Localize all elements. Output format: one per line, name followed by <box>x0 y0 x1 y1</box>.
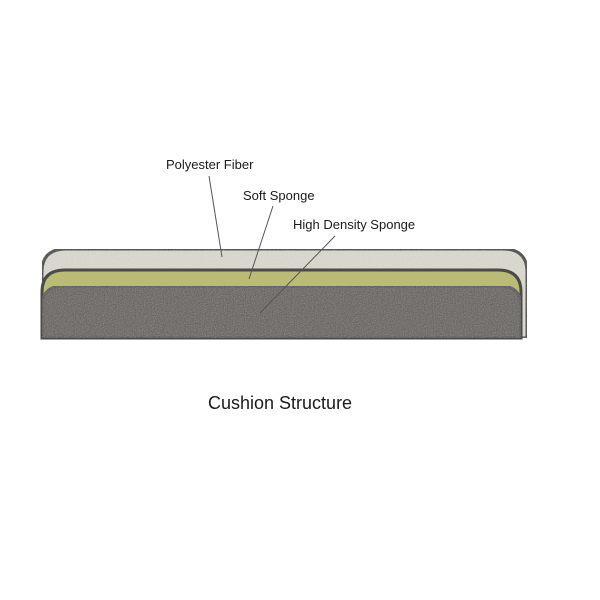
polyester-fiber-label: Polyester Fiber <box>166 157 254 172</box>
polyester-fiber-leader-line <box>208 175 223 258</box>
high-density-sponge-label: High Density Sponge <box>293 217 416 232</box>
soft-sponge-leader-line <box>248 205 274 280</box>
diagram-caption: Cushion Structure <box>208 393 353 413</box>
high-density-sponge-leader-line <box>259 235 336 314</box>
soft-sponge-label: Soft Sponge <box>243 188 315 203</box>
high-density-sponge-layer <box>40 284 523 340</box>
